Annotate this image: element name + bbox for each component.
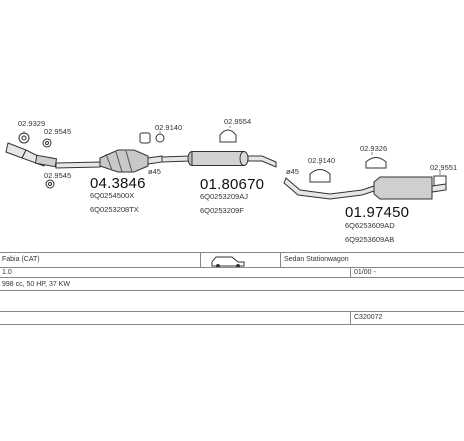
gaskets-clamps <box>18 129 447 189</box>
table-divider <box>0 324 464 325</box>
model-cell: Fabia (CAT) <box>2 256 40 263</box>
length-label: ø45 <box>148 167 161 176</box>
rear-silencer-number: 01.97450 <box>345 204 410 221</box>
spec-cell: 998 cc, 50 HP, 37 KW <box>2 281 70 288</box>
part-ref-label: 02.9329 <box>18 119 46 128</box>
part-ref-label: 02.9140 <box>155 123 183 132</box>
front-pipe-drawing <box>5 142 163 173</box>
part-ref-label: 02.9551 <box>430 163 458 172</box>
length-label: ø45 <box>286 167 299 176</box>
leader-lines <box>23 126 441 175</box>
table-divider <box>0 311 464 312</box>
table-divider <box>0 277 464 278</box>
body-cell: Sedan Stationwagon <box>284 256 349 263</box>
middle-silencer-number: 01.80670 <box>200 176 265 193</box>
years-cell: 01/00 - <box>354 269 376 276</box>
rear-silencer-drawing <box>283 176 447 200</box>
part-ref-label: 02.9554 <box>224 117 252 126</box>
table-divider <box>0 252 464 253</box>
table-divider <box>0 290 464 291</box>
code-cell: C320072 <box>354 314 383 321</box>
middle-silencer-oem: 6Q0253209F <box>200 206 244 215</box>
table-divider <box>280 252 281 267</box>
table-divider <box>200 252 201 267</box>
middle-silencer-oem: 6Q0253209AJ <box>200 192 248 201</box>
part-ref-label: 02.9326 <box>360 144 388 153</box>
front-pipe-oem: 6Q0253208TX <box>90 205 139 214</box>
middle-silencer-drawing <box>161 151 277 168</box>
rear-silencer-oem: 6Q9253609AB <box>345 235 395 244</box>
car-icon <box>211 256 245 268</box>
rear-silencer-oem: 6Q6253609AD <box>345 221 395 230</box>
table-divider <box>0 267 464 268</box>
part-ref-label: 02.9140 <box>308 156 336 165</box>
engine-cell: 1.0 <box>2 269 12 276</box>
table-divider <box>350 267 351 277</box>
part-ref-label: 02.9545 <box>44 127 72 136</box>
front-pipe-oem: 6Q0254500X <box>90 191 135 200</box>
table-divider <box>350 311 351 324</box>
part-ref-label: 02.9545 <box>44 171 72 180</box>
front-pipe-number: 04.3846 <box>90 175 146 192</box>
